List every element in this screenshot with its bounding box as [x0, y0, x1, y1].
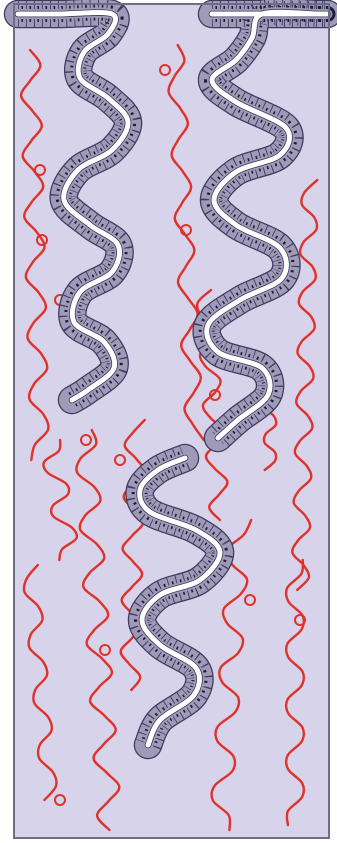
tissue-figure — [0, 0, 337, 843]
tissue-diagram — [0, 0, 337, 843]
